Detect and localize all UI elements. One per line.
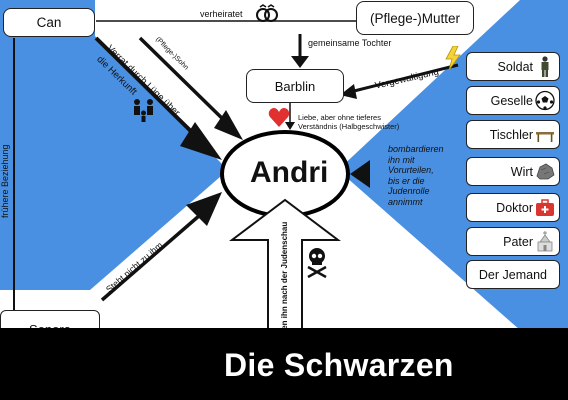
can-to-andri-verrat-arrowhead [180, 122, 222, 160]
cast-soldat: Soldat [466, 52, 560, 81]
can-to-andri-pflegesohn-line [138, 36, 234, 130]
barblin-box: Barblin [246, 69, 344, 103]
can-box: Can [3, 8, 95, 37]
rape-arrowhead [340, 84, 357, 99]
bombardieren-line: Vorurteilen, [388, 165, 434, 175]
love-label-line1: Liebe, aber ohne tieferes [298, 113, 381, 122]
church-icon [537, 231, 553, 252]
can-label: Can [36, 15, 62, 30]
lightning-icon [445, 46, 461, 70]
married-label: verheiratet [200, 9, 243, 19]
cast-doktor: Doktor [466, 193, 560, 222]
cast-label: Doktor [496, 201, 533, 215]
doctor-bag-icon [536, 199, 554, 216]
mother-to-barblin-arrowhead [291, 56, 309, 68]
senora-to-andri-line [100, 200, 217, 302]
can-to-andri-verrat-line [94, 36, 208, 148]
andri-title: Andri [250, 156, 329, 189]
cast-tischler: Tischler [466, 120, 560, 149]
mutter-box: (Pflege-)Mutter [356, 1, 474, 35]
bombardieren-text: bombardieren ihn mit Vorurteilen, bis er… [388, 144, 444, 207]
love-label-line2: Verständnis (Halbgeschwister) [298, 122, 400, 131]
schwarzen-to-andri-arrow [229, 198, 341, 346]
cast-label: Pater [503, 235, 533, 249]
cast-label: Tischler [489, 128, 533, 142]
table-icon [536, 132, 554, 142]
bombardieren-line: Judenrolle [388, 186, 430, 196]
barblin-to-andri-arrowhead [285, 122, 295, 130]
football-icon [535, 90, 555, 111]
die-schwarzen-title: Die Schwarzen [224, 347, 454, 383]
senora-to-andri-arrowhead [186, 192, 222, 226]
cast-label: Der Jemand [478, 268, 547, 282]
bombardieren-line: bombardieren [388, 144, 444, 154]
stone-icon [536, 163, 555, 180]
cast-label: Soldat [497, 60, 533, 74]
kill-label: töten ihn nach der Judenschau [280, 221, 289, 340]
bombardieren-line: annimmt [388, 196, 423, 207]
cast-to-andri-arrowhead [350, 160, 370, 188]
wedding-rings-icon [256, 4, 278, 22]
barblin-label: Barblin [274, 78, 316, 94]
cast-label: Wirt [510, 165, 533, 179]
cast-der-jemand: Der Jemand [466, 260, 560, 289]
cast-geselle: Geselle [466, 86, 560, 115]
die-schwarzen-band [0, 328, 568, 400]
bombardieren-line: bis er die [388, 175, 425, 186]
former-relationship-label: frühere Beziehung [0, 144, 10, 218]
heart-icon [268, 108, 290, 127]
cast-pater: Pater [466, 227, 560, 256]
cast-label: Geselle [490, 94, 533, 108]
mutter-label: (Pflege-)Mutter [369, 10, 461, 26]
cast-wirt: Wirt [466, 157, 560, 186]
left-blue-region [0, 0, 228, 290]
common-daughter-label: gemeinsame Tochter [308, 38, 392, 48]
soldier-icon [541, 56, 549, 77]
bombardieren-line: ihn mit [388, 154, 415, 165]
can-to-andri-pflegesohn-arrowhead [214, 110, 243, 140]
family-icon [134, 99, 153, 122]
rape-line [349, 63, 459, 94]
skull-crossbones-icon [307, 248, 327, 278]
